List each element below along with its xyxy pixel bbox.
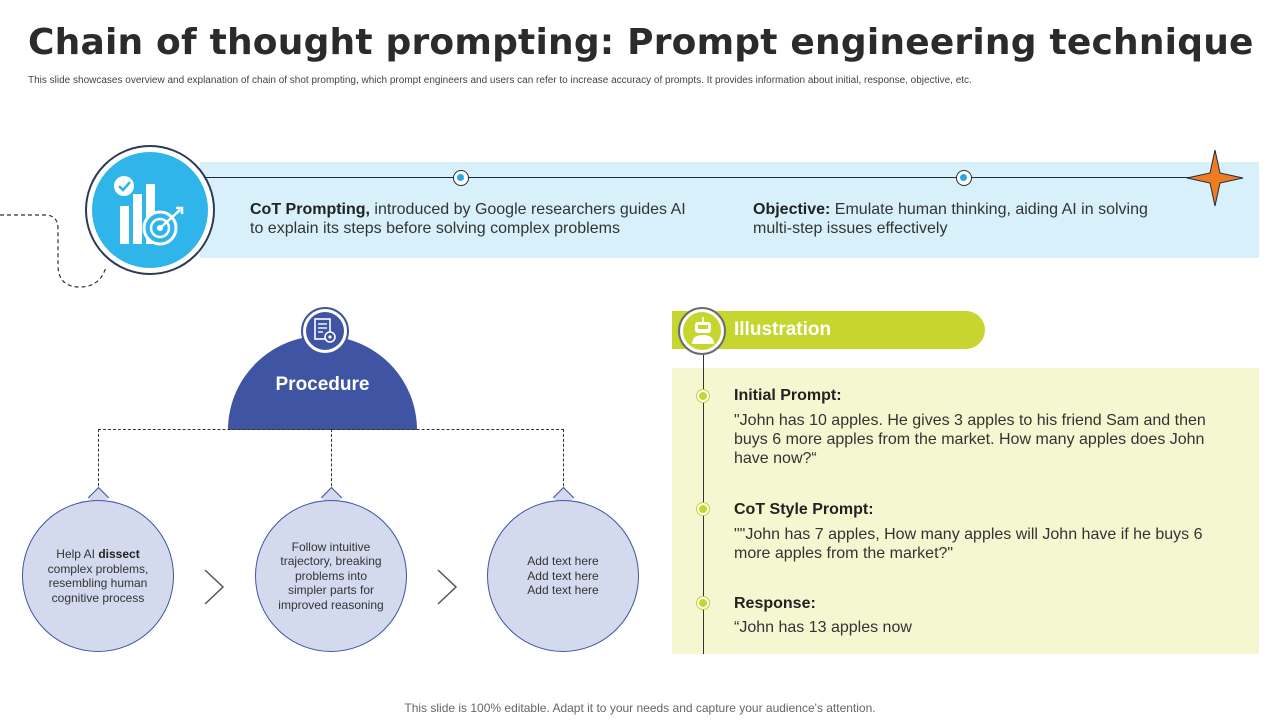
page-subtitle: This slide showcases overview and explan… [28,75,972,86]
procedure-step-2: Follow intuitive trajectory, breaking pr… [255,500,407,652]
chevron-right-icon [437,569,458,605]
procedure-connector [331,429,332,491]
illustration-panel [672,368,1259,654]
illustration-dot [697,597,709,609]
procedure-label: Procedure [275,374,370,395]
initial-prompt-heading: Initial Prompt: [734,387,842,404]
objective-description: Objective: Emulate human thinking, aidin… [753,200,1173,238]
procedure-connector [563,429,564,491]
robot-icon [692,317,714,344]
cot-text: introduced by Google researchers guides … [250,201,686,237]
document-gear-icon [314,318,336,343]
cot-description: CoT Prompting, introduced by Google rese… [250,200,690,238]
dashed-connector [0,214,107,288]
procedure-connector [98,429,99,491]
timeline-dot [453,170,469,186]
objective-label: Objective: [753,201,831,218]
cot-label: CoT Prompting, [250,201,370,218]
footer-note: This slide is 100% editable. Adapt it to… [404,701,876,715]
procedure-step-1: Help AI dissect complex problems, resemb… [22,500,174,652]
initial-prompt-text: "John has 10 apples. He gives 3 apples t… [734,412,1206,467]
cot-style-prompt-text: ""John has 7 apples, How many apples wil… [734,526,1203,562]
page-title: Chain of thought prompting: Prompt engin… [28,22,1254,63]
timeline-dot [956,170,972,186]
procedure-step-3: Add text here Add text here Add text her… [487,500,639,652]
overview-band [200,162,1259,258]
response-text: “John has 13 apples now [734,619,912,636]
chevron-right-icon [204,569,225,605]
illustration-dot [697,503,709,515]
timeline-line [200,177,1240,178]
illustration-dot [697,390,709,402]
response-heading: Response: [734,595,816,612]
analytics-target-icon [114,176,184,246]
cot-style-prompt-heading: CoT Style Prompt: [734,501,874,518]
objective-text: Emulate human thinking, aiding AI in sol… [753,201,1148,237]
star-icon [1186,149,1244,207]
illustration-label: Illustration [734,319,832,340]
